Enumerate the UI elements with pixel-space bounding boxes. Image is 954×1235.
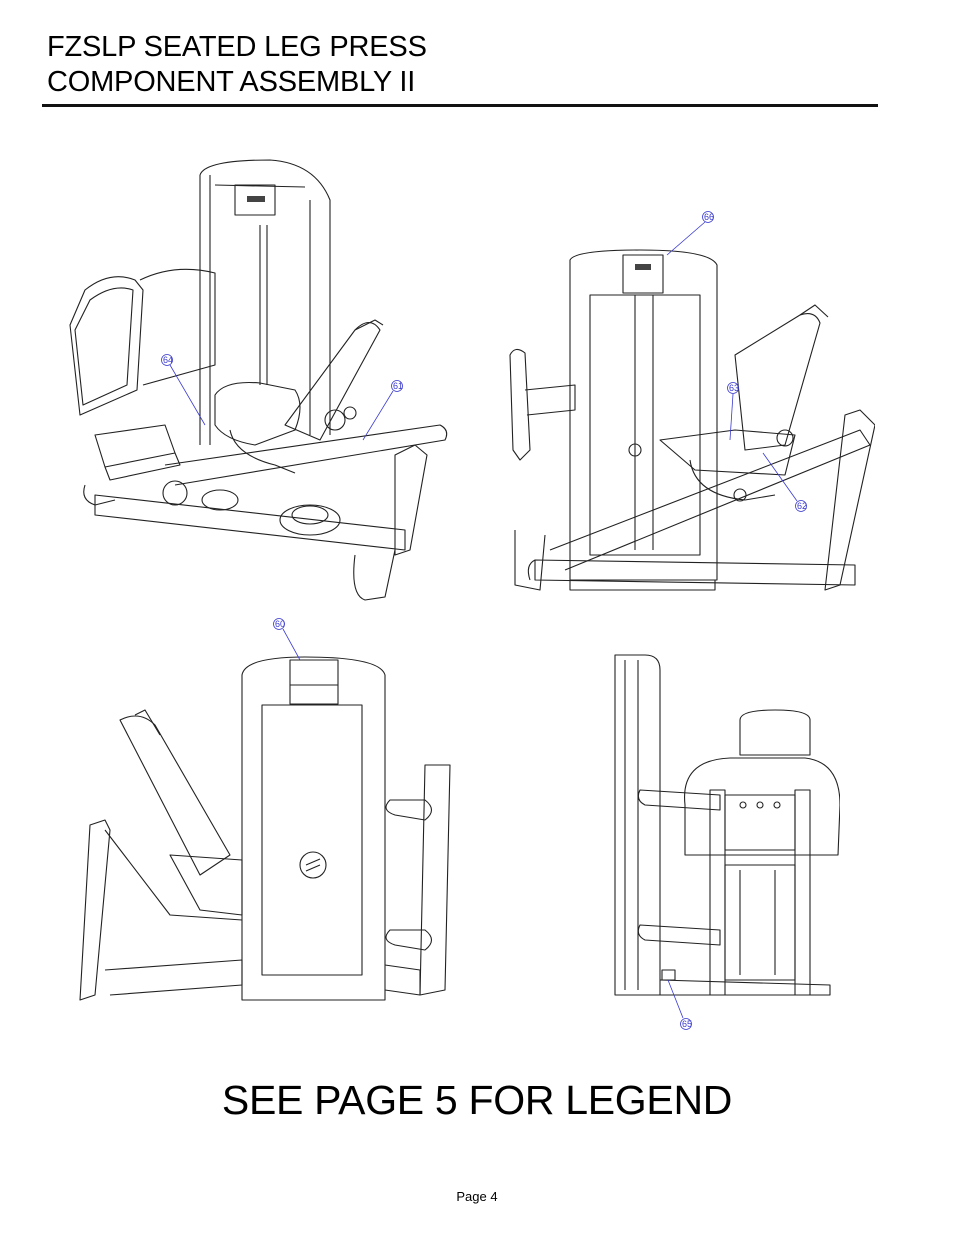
callout-65: 65 [682, 1019, 692, 1029]
side-model-plate [635, 264, 651, 270]
front-view-drawing: 65 [614, 654, 840, 1030]
iso-model-plate [247, 196, 265, 202]
callout-63: 63 [729, 383, 739, 393]
rear-view-drawing: 60 [79, 618, 451, 1001]
callout-60: 60 [275, 619, 285, 629]
callout-64: 64 [163, 355, 173, 365]
isometric-view-drawing: 64 61 [69, 159, 448, 601]
callout-66: 66 [704, 212, 714, 222]
callout-61: 61 [393, 381, 403, 391]
legend-note: SEE PAGE 5 FOR LEGEND [221, 1077, 733, 1123]
title-line-1: FZSLP SEATED LEG PRESS [47, 31, 427, 63]
title-line-2: COMPONENT ASSEMBLY II [47, 66, 416, 98]
page-number: Page 4 [456, 1189, 498, 1204]
side-view-drawing: 66 63 62 [509, 211, 875, 591]
title-rule [42, 104, 878, 107]
callout-62: 62 [797, 501, 807, 511]
